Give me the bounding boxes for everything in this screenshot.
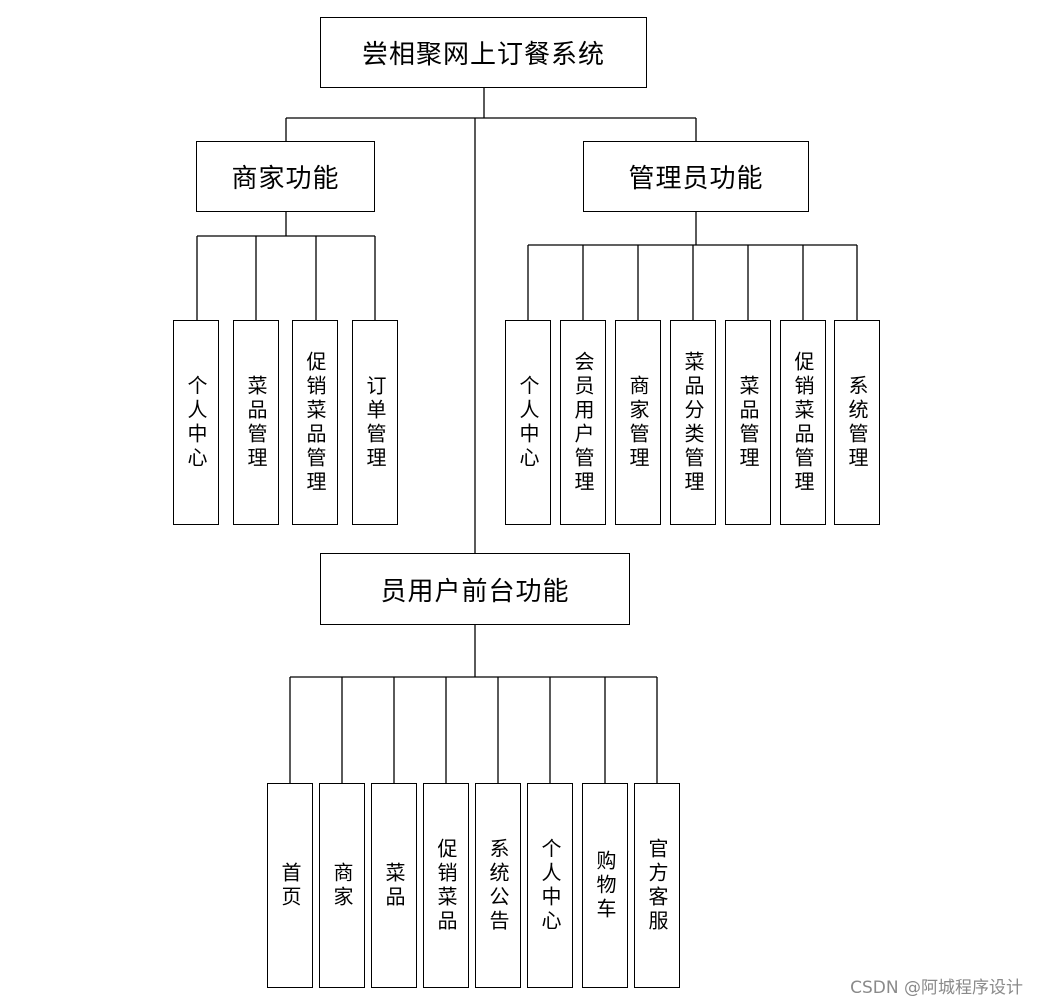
front-node: 员用户前台功能: [320, 553, 630, 625]
admin-item: 会员用户管理: [560, 320, 606, 525]
admin-item: 菜品分类管理: [670, 320, 716, 525]
watermark: CSDN @阿城程序设计: [850, 978, 1023, 998]
front-item: 商家: [319, 783, 365, 988]
front-item: 官方客服: [634, 783, 680, 988]
merchant-item: 促销菜品管理: [292, 320, 338, 525]
merchant-label: 商家功能: [231, 164, 340, 194]
merchant-item: 订单管理: [352, 320, 398, 525]
root-node: 尝相聚网上订餐系统: [320, 17, 647, 88]
front-label: 员用户前台功能: [380, 576, 570, 607]
merchant-node: 商家功能: [196, 141, 375, 212]
admin-item: 系统管理: [834, 320, 880, 525]
root-label: 尝相聚网上订餐系统: [361, 40, 605, 70]
admin-label: 管理员功能: [628, 164, 764, 194]
merchant-item: 个人中心: [173, 320, 219, 525]
admin-item: 个人中心: [505, 320, 551, 525]
front-item: 个人中心: [527, 783, 573, 988]
admin-item: 商家管理: [615, 320, 661, 525]
admin-node: 管理员功能: [583, 141, 809, 212]
front-item: 首页: [267, 783, 313, 988]
admin-item: 促销菜品管理: [780, 320, 826, 525]
front-item: 促销菜品: [423, 783, 469, 988]
front-item: 系统公告: [475, 783, 521, 988]
admin-item: 菜品管理: [725, 320, 771, 525]
front-item: 菜品: [371, 783, 417, 988]
merchant-item: 菜品管理: [233, 320, 279, 525]
front-item: 购物车: [582, 783, 628, 988]
